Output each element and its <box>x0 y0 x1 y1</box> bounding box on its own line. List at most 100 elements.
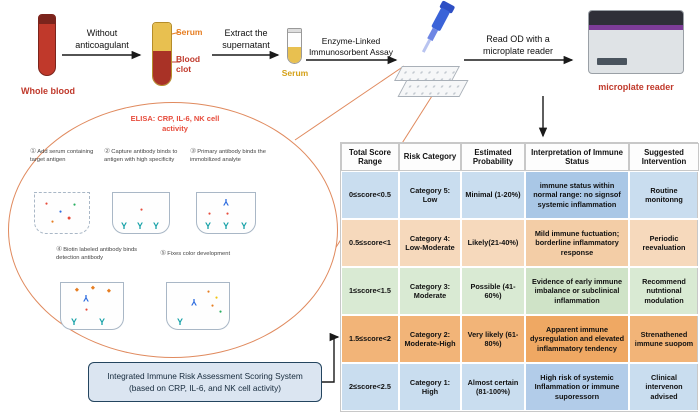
blood-clot-label: Blood clot <box>176 54 201 75</box>
serum-microtube-icon <box>287 28 302 64</box>
serum-top-label: Serum <box>176 27 203 37</box>
elisa-step2-caption: ②Capture antibody binds to antigen with … <box>104 148 184 164</box>
scoring-box-line1: Integrated Immune Risk Assessment Scorin… <box>107 370 303 381</box>
reader-lid-icon <box>589 11 683 25</box>
color-signal-dot-icon: ● <box>215 295 219 301</box>
elisa-step5-caption: ⑤Fixes color development <box>160 250 234 259</box>
elisa-well-step2: Y Y Y ● <box>112 192 170 234</box>
pipette-icon <box>421 0 455 53</box>
step3-text: Primary antibody binds the immobilized a… <box>190 149 266 163</box>
arrow2-label-line1: Extract the <box>224 28 268 38</box>
step1-number-icon: ① <box>30 148 37 155</box>
elisa-step1-caption: ①Add serum containing target antigen <box>30 148 100 164</box>
step4-number-icon: ④ <box>56 246 63 253</box>
reader-slot-icon <box>597 58 627 65</box>
cell-score-range: 1.5≤score<2 <box>341 315 399 363</box>
cell-interpretation: Evidence of early immune imbalance or su… <box>525 267 629 315</box>
whole-blood-tube-icon <box>38 14 56 76</box>
detection-antibody-icon: Y <box>191 297 198 307</box>
elisa-title: ELISA: CRP, IL-6, NK cell activity <box>70 114 280 134</box>
elisa-well-step1: ● ● ● ● ● <box>34 192 90 234</box>
elisa-well-step3: Y Y Y ● ● Y <box>196 192 256 234</box>
serum-layer-icon <box>153 23 171 51</box>
cell-risk-category: Category 4: Low-Moderate <box>399 219 461 267</box>
table-header-row: Total Score Range Risk Category Estimate… <box>341 143 699 171</box>
tube-cap-icon <box>39 15 55 24</box>
biotin-icon: ◆ <box>91 285 95 291</box>
cell-interpretation: immune status within normal range: no si… <box>525 171 629 219</box>
header-score-range: Total Score Range <box>341 143 399 171</box>
biotin-icon: ◆ <box>75 287 79 293</box>
capture-antibody-icon: Y <box>137 221 144 231</box>
header-suggested-intervention: Suggested Intervention <box>629 143 699 171</box>
primary-antibody-icon: Y <box>223 197 230 207</box>
cell-score-range: 1≤score<1.5 <box>341 267 399 315</box>
cell-probability: Very likely (61-80%) <box>461 315 525 363</box>
arrow3-label-line1: Enzyme-Linked <box>321 36 381 46</box>
color-signal-dot-icon: ● <box>207 289 211 295</box>
whole-blood-label: Whole blood <box>21 86 75 96</box>
antigen-dot-icon: ● <box>51 219 55 225</box>
clot-layer-icon <box>153 51 171 85</box>
antigen-dot-icon: ● <box>85 307 89 313</box>
step1-text: Add serum containing target antigen <box>30 149 94 163</box>
cell-interpretation: Apparent immune dysregulation and elevat… <box>525 315 629 363</box>
table-row-4: 1.5≤score<2 Category 2: Moderate-High Ve… <box>341 315 699 363</box>
step5-text: Fixes color development <box>167 251 231 257</box>
cell-interpretation: High risk of systemic Inflammation or im… <box>525 363 629 411</box>
elisa-well-step4: Y Y ● Y ◆ ◆ ◆ <box>60 282 124 330</box>
cell-score-range: 0≤score<0.5 <box>341 171 399 219</box>
antigen-dot-icon: ● <box>208 211 212 217</box>
step2-number-icon: ② <box>104 148 111 155</box>
arrow1-label-line2: anticoagulant <box>75 40 129 50</box>
capture-antibody-icon: Y <box>153 221 160 231</box>
box-to-table-connector <box>322 332 340 383</box>
arrow2-label-line2: supernatant <box>222 40 270 50</box>
capture-antibody-icon: Y <box>223 221 230 231</box>
antigen-dot-icon: ● <box>45 201 49 207</box>
cell-probability: Likely(21-40%) <box>461 219 525 267</box>
scoring-box-line2: (based on CRP, IL-6, and NK cell activit… <box>128 383 282 393</box>
capture-antibody-icon: Y <box>241 221 248 231</box>
serum-clot-tube-icon <box>152 22 172 86</box>
microplate-icon-2 <box>397 80 469 97</box>
cell-risk-category: Category 1: High <box>399 363 461 411</box>
elisa-title-line2: activity <box>162 123 188 133</box>
capture-antibody-icon: Y <box>71 317 78 327</box>
cell-intervention: Clinical intervenon advised <box>629 363 699 411</box>
table-row-3: 1≤score<1.5 Category 3: Moderate Possibl… <box>341 267 699 315</box>
serum-tube-label: Serum <box>281 68 309 78</box>
color-signal-dot-icon: ● <box>219 309 223 315</box>
elisa-title-line1: ELISA: CRP, IL-6, NK cell <box>130 114 220 123</box>
table-row-2: 0.5≤score<1 Category 4: Low-Moderate Lik… <box>341 219 699 267</box>
arrow4-label-line2: microplate reader <box>482 46 554 56</box>
cell-probability: Possible (41-60%) <box>461 267 525 315</box>
table-row-5: 2≤score<2.5 Category 1: High Almost cert… <box>341 363 699 411</box>
microplate-reader-image <box>588 10 684 74</box>
cell-probability: Minimal (1-20%) <box>461 171 525 219</box>
elisa-step4-caption: ④Biotin labeled antibody binds detection… <box>56 246 140 262</box>
microplate-reader-label: microplate reader <box>598 82 674 92</box>
antigen-dot-icon: ● <box>59 209 63 215</box>
antigen-dot-icon: ● <box>226 211 230 217</box>
capture-antibody-icon: Y <box>177 317 184 327</box>
capture-antibody-icon: Y <box>121 221 128 231</box>
cell-probability: Almost certain (81-100%) <box>461 363 525 411</box>
cell-risk-category: Category 5: Low <box>399 171 461 219</box>
risk-assessment-table: Total Score Range Risk Category Estimate… <box>340 142 699 412</box>
header-estimated-probability: Estimated Probability <box>461 143 525 171</box>
step2-text: Capture antibody binds to antigen with h… <box>104 149 178 163</box>
cell-score-range: 2≤score<2.5 <box>341 363 399 411</box>
cell-intervention: Periodic reevaluation <box>629 219 699 267</box>
antigen-dot-icon: ● <box>73 202 77 208</box>
serum-liquid-icon <box>288 47 301 63</box>
header-interpretation: Interpretation of Immune Status <box>525 143 629 171</box>
capture-antibody-icon: Y <box>205 221 212 231</box>
cell-risk-category: Category 2: Moderate-High <box>399 315 461 363</box>
step4-text: Biotin labeled antibody binds detection … <box>56 247 138 261</box>
reader-stripe-icon <box>589 25 683 30</box>
cell-intervention: Routine monitonng <box>629 171 699 219</box>
elisa-step3-caption: ③Primary antibody binds the immobilized … <box>190 148 274 164</box>
elisa-well-step5: Y Y ● ● ● ● <box>166 282 230 330</box>
